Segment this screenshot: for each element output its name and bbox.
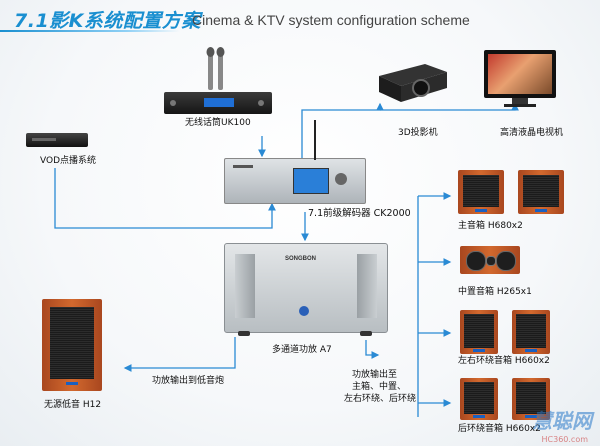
watermark-logo: 慧聪网 — [532, 409, 592, 433]
line-amp-sub — [123, 337, 236, 372]
surround-speaker-left-icon — [460, 310, 498, 354]
label-projector: 3D投影机 — [398, 128, 438, 138]
wireless-receiver — [164, 92, 272, 114]
main-speaker-left-icon — [458, 170, 504, 214]
rear-speaker-right-icon — [512, 378, 550, 420]
label-preamp: 7.1前级解码器 CK2000 — [308, 208, 411, 219]
label-tv: 高清液晶电视机 — [500, 128, 564, 138]
annotation-to-speakers-1: 功放输出至 — [352, 370, 398, 380]
amp-foot — [238, 331, 250, 336]
label-center-speaker: 中置音箱 H265x1 — [458, 287, 532, 297]
line-vod-preamp — [54, 168, 276, 229]
receiver-display — [204, 98, 234, 107]
amp-brand: SONGBON — [285, 256, 317, 262]
label-rear-speakers: 后环绕音箱 H660x2 — [458, 424, 541, 434]
label-main-speakers: 主音箱 H680x2 — [458, 221, 523, 231]
title-underline — [0, 30, 180, 32]
receiver-knob — [170, 100, 176, 106]
tv-icon — [482, 50, 558, 108]
main-speaker-right-icon — [518, 170, 564, 214]
line-amp-speakers — [365, 340, 380, 359]
annotation-to-sub: 功放输出到低音炮 — [152, 376, 225, 386]
projector-icon — [375, 56, 451, 104]
title-cn: 7.1影K系统配置方案 — [14, 10, 201, 32]
preamp-knob — [335, 173, 347, 185]
label-mic: 无线话筒UK100 — [185, 118, 251, 128]
annotation-to-speakers-3: 左右环绕、后环绕 — [344, 394, 417, 404]
line-preamp-display — [301, 102, 384, 160]
rear-speaker-left-icon — [460, 378, 498, 420]
label-surround-speakers: 左右环绕音箱 H660x2 — [458, 356, 550, 366]
surround-speaker-right-icon — [512, 310, 550, 354]
label-amp: 多通道功放 A7 — [272, 345, 332, 355]
vod-player — [26, 133, 88, 147]
amp-foot — [360, 331, 372, 336]
subwoofer-icon — [42, 299, 102, 391]
amp-logo-icon — [299, 306, 309, 316]
annotation-to-speakers-2: 主箱、中置、 — [352, 382, 407, 392]
label-vod: VOD点播系统 — [40, 156, 97, 166]
receiver-knob — [258, 100, 264, 106]
title-en: Cinema & KTV system configuration scheme — [192, 12, 470, 28]
watermark-url: HC360.com — [541, 435, 589, 444]
antenna-icon — [314, 120, 316, 160]
preamp-unit — [224, 158, 366, 204]
preamp-screen — [293, 168, 329, 194]
label-subwoofer: 无源低音 H12 — [44, 400, 102, 410]
microphone-icon — [196, 46, 236, 96]
amplifier-unit: SONGBON — [224, 243, 388, 333]
center-speaker-icon — [460, 246, 520, 274]
